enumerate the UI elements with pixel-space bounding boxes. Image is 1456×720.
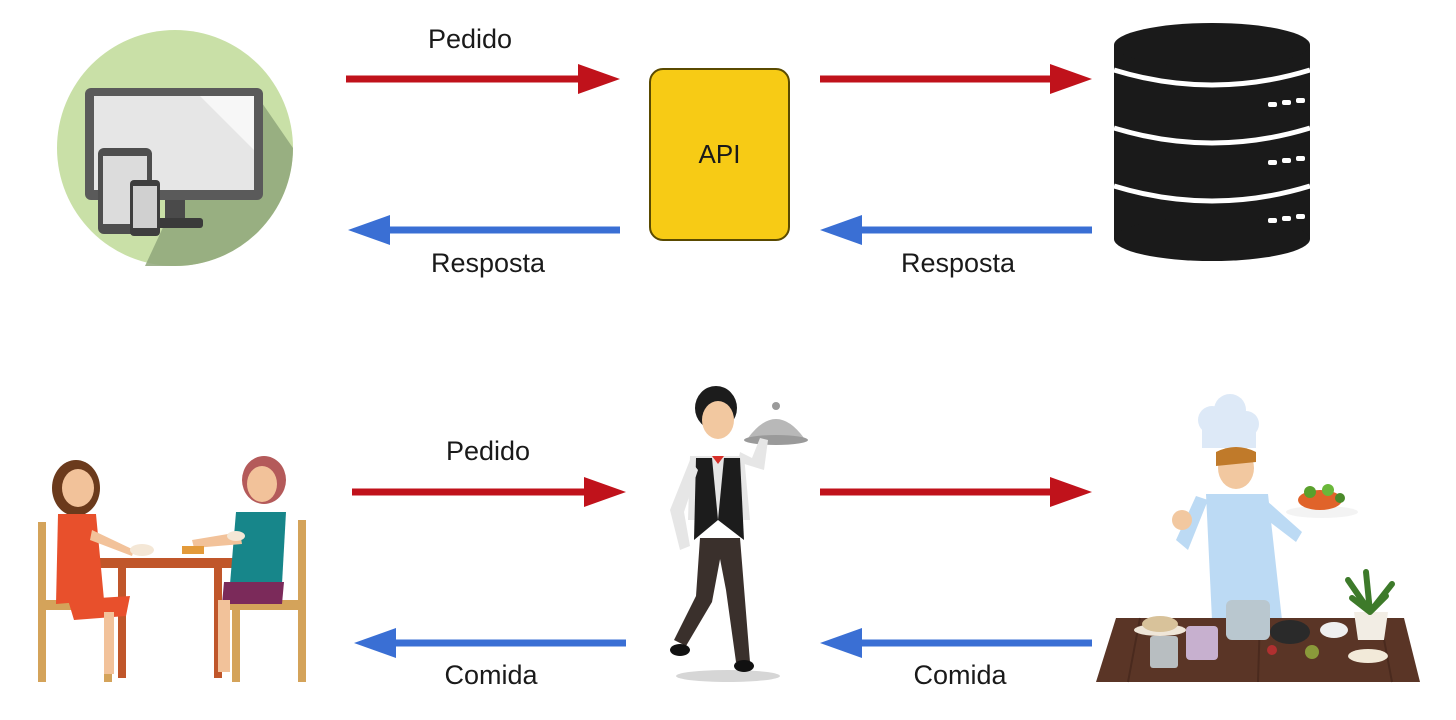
food-arrow-to-diners xyxy=(354,628,626,658)
order-arrow-to-waiter xyxy=(352,477,626,507)
diners-icon xyxy=(38,456,306,682)
database-icon xyxy=(1113,23,1311,261)
order-label: Pedido xyxy=(445,436,531,466)
response-label-right: Resposta xyxy=(900,248,1016,278)
order-arrow-to-chef xyxy=(820,477,1092,507)
waiter-icon xyxy=(670,386,808,682)
chef-icon xyxy=(1096,394,1420,683)
devices-icon xyxy=(57,30,293,266)
response-arrow-to-client xyxy=(348,215,620,245)
api-box: API xyxy=(649,68,790,241)
food-arrow-to-waiter xyxy=(820,628,1092,658)
response-arrow-to-api xyxy=(820,215,1092,245)
response-label-left: Resposta xyxy=(430,248,546,278)
request-arrow-to-api xyxy=(346,64,620,94)
request-arrow-to-database xyxy=(820,64,1092,94)
food-label-right: Comida xyxy=(913,660,1007,690)
request-label: Pedido xyxy=(427,24,513,54)
api-label: API xyxy=(698,139,741,169)
food-label-left: Comida xyxy=(444,660,538,690)
